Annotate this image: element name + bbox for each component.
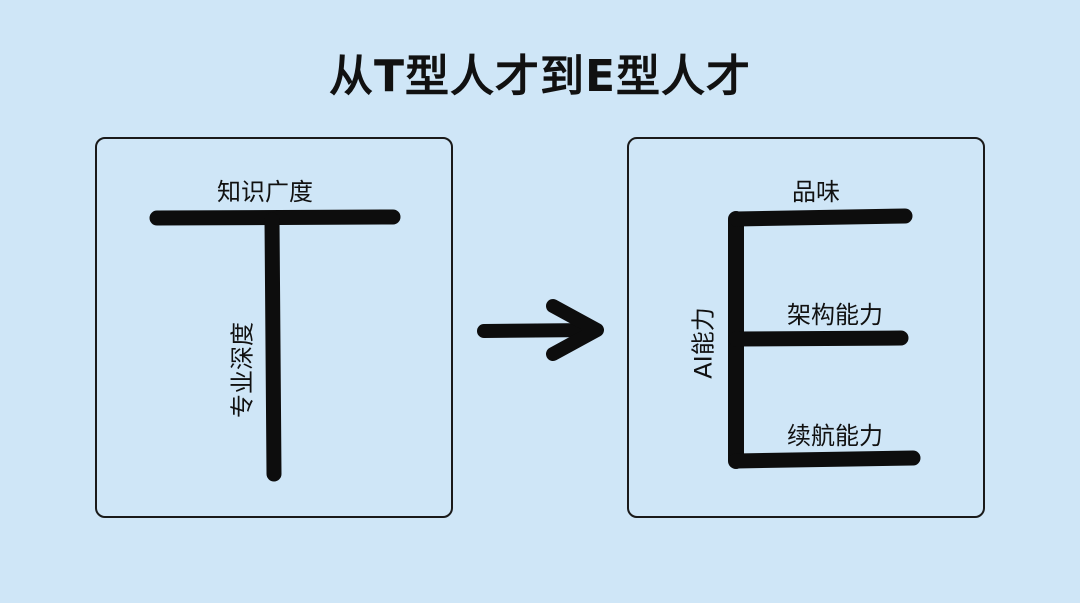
endurance-ability-label: 续航能力 <box>787 422 883 450</box>
professional-depth-label: 专业深度 <box>228 322 257 418</box>
e-talent-panel <box>627 137 985 518</box>
e-middle-bar <box>728 330 909 347</box>
taste-label: 品味 <box>792 178 840 206</box>
architecture-ability-label: 架构能力 <box>787 301 883 329</box>
e-bottom-bar <box>728 450 921 469</box>
t-talent-panel <box>95 137 453 518</box>
t-vertical-bar <box>264 212 282 482</box>
arrow-shaft <box>477 323 601 338</box>
arrow-head <box>546 299 604 361</box>
ai-ability-label: AI能力 <box>689 307 718 379</box>
knowledge-breadth-label: 知识广度 <box>217 178 313 206</box>
e-top-bar <box>728 208 913 227</box>
diagram-title: 从T型人才到E型人才 <box>328 51 752 102</box>
